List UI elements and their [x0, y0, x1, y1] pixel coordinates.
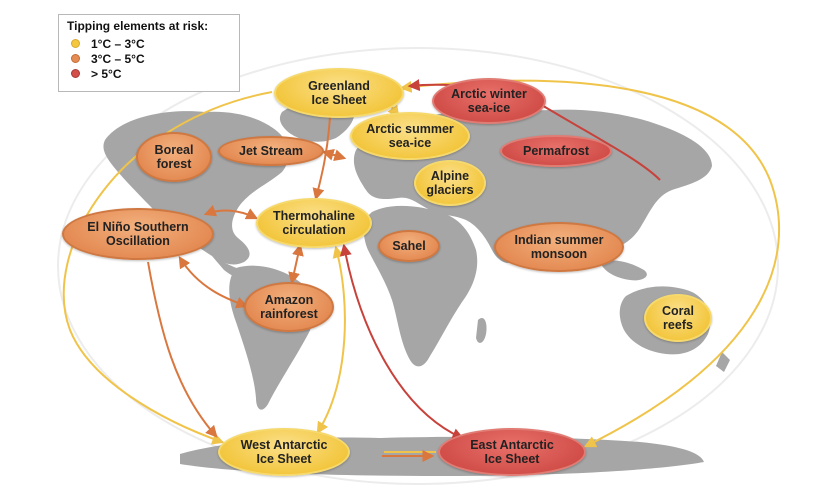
legend-title: Tipping elements at risk: — [67, 19, 209, 33]
node-arctic-summer-sea-ice: Arctic summer sea-ice — [350, 112, 470, 160]
node-label: Jet Stream — [239, 144, 303, 158]
orange-dot-icon — [71, 54, 80, 63]
link-elnino-westantarctic — [147, 261, 218, 438]
yellow-dot-icon — [71, 39, 80, 48]
node-indian-summer-monsoon: Indian summer monsoon — [494, 222, 624, 272]
node-label: East Antarctic Ice Sheet — [470, 438, 554, 466]
node-label: Arctic summer sea-ice — [366, 122, 454, 150]
node-label: Coral reefs — [662, 304, 694, 332]
node-greenland-ice-sheet: Greenland Ice Sheet — [274, 68, 404, 118]
node-sahel: Sahel — [378, 230, 440, 262]
links-3-5c — [147, 115, 435, 462]
node-amazon-rainforest: Amazon rainforest — [244, 282, 334, 332]
node-arctic-winter-sea-ice: Arctic winter sea-ice — [432, 78, 546, 124]
legend-label: 1°C – 3°C — [91, 36, 145, 51]
link-thermohaline-eastantarctic — [339, 243, 465, 440]
node-coral-reefs: Coral reefs — [644, 294, 712, 342]
link-greenland-eastantarctic — [399, 79, 781, 448]
link-thermohaline-elnino — [203, 205, 259, 220]
legend-label: 3°C – 5°C — [91, 51, 145, 66]
node-label: Thermohaline circulation — [273, 209, 355, 237]
link-greenland-thermohaline — [312, 115, 331, 201]
legend-item-3-5c: 3°C – 5°C — [67, 51, 231, 66]
node-label: West Antarctic Ice Sheet — [240, 438, 328, 466]
node-label: Alpine glaciers — [426, 169, 474, 197]
legend: Tipping elements at risk: 1°C – 3°C 3°C … — [58, 14, 240, 92]
node-label: Arctic winter sea-ice — [451, 87, 527, 115]
node-west-antarctic-ice-sheet: West Antarctic Ice Sheet — [218, 428, 350, 476]
node-label: Permafrost — [523, 144, 589, 158]
node-jet-stream: Jet Stream — [218, 136, 324, 166]
legend-label: > 5°C — [91, 66, 122, 81]
node-boreal-forest: Boreal forest — [136, 132, 212, 182]
node-east-antarctic-ice-sheet: East Antarctic Ice Sheet — [438, 428, 586, 476]
link-elnino-amazon — [178, 255, 249, 309]
link-arcticwinter-east — [539, 103, 661, 181]
legend-item-above-5c: > 5°C — [67, 66, 231, 81]
link-thermohaline-amazon — [288, 243, 304, 285]
node-permafrost: Permafrost — [500, 135, 612, 167]
node-label: Sahel — [392, 239, 426, 253]
node-label: El Niño Southern Oscillation — [87, 220, 189, 248]
node-label: Indian summer monsoon — [514, 233, 604, 261]
new-zealand-landmass — [716, 352, 730, 372]
southeast-asia-landmass — [600, 260, 647, 281]
node-alpine-glaciers: Alpine glaciers — [414, 160, 486, 206]
link-jetstream-arcticsummer — [321, 149, 347, 161]
node-thermohaline-circulation: Thermohaline circulation — [256, 198, 372, 248]
node-el-nino-southern-oscillation: El Niño Southern Oscillation — [62, 208, 214, 260]
legend-item-1-3c: 1°C – 3°C — [67, 36, 231, 51]
red-dot-icon — [71, 69, 80, 78]
node-label: Boreal forest — [154, 143, 194, 171]
node-label: Greenland Ice Sheet — [308, 79, 370, 107]
node-label: Amazon rainforest — [260, 293, 318, 321]
